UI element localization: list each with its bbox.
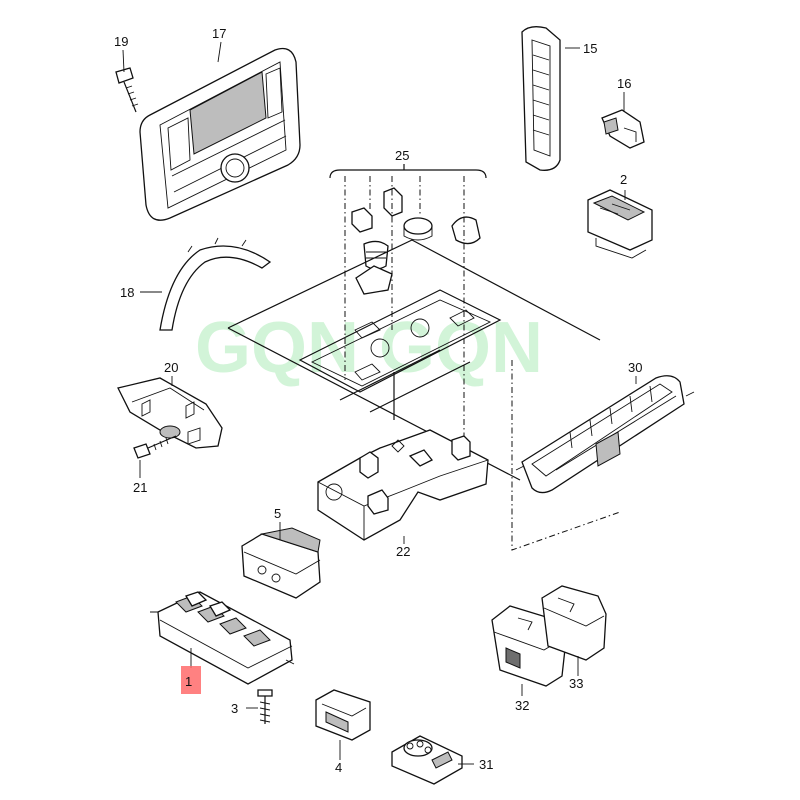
- label-part-5: 5: [274, 506, 281, 521]
- label-part-19: 19: [114, 34, 128, 49]
- label-part-18: 18: [120, 285, 134, 300]
- part-22-console-base[interactable]: [317, 429, 489, 541]
- part-16-clip[interactable]: [601, 109, 645, 149]
- part-21-screw[interactable]: [133, 435, 177, 459]
- part-3-screw[interactable]: [257, 689, 273, 724]
- label-part-16: 16: [617, 76, 631, 91]
- label-part-15: 15: [583, 41, 597, 56]
- part-1-window-switch[interactable]: [150, 591, 295, 685]
- part-2-switch[interactable]: [587, 189, 653, 259]
- part-20-switch-bracket[interactable]: [117, 377, 223, 449]
- label-part-4: 4: [335, 760, 342, 775]
- part-25-buttons[interactable]: [351, 187, 481, 295]
- part-25-bracket: [329, 164, 487, 179]
- label-part-32: 32: [515, 698, 529, 713]
- label-part-20: 20: [164, 360, 178, 375]
- label-part-31: 31: [479, 757, 493, 772]
- part-17-display-unit[interactable]: [139, 47, 301, 221]
- label-leaders: [122, 41, 637, 765]
- label-part-22: 22: [396, 544, 410, 559]
- label-part-30: 30: [628, 360, 642, 375]
- label-part-17: 17: [212, 26, 226, 41]
- part-15-vent-strip[interactable]: [521, 26, 561, 171]
- leader-line: [511, 360, 621, 551]
- part-18-trim-bezel[interactable]: [159, 237, 272, 331]
- watermark-text: GQN GQN: [195, 308, 543, 388]
- part-4-switch[interactable]: [315, 689, 371, 741]
- label-part-33: 33: [569, 676, 583, 691]
- part-30-switch-panel[interactable]: [515, 375, 695, 494]
- label-part-2: 2: [620, 172, 627, 187]
- part-5-switch[interactable]: [241, 527, 321, 599]
- label-part-21: 21: [133, 480, 147, 495]
- part-31-switch[interactable]: [391, 735, 463, 785]
- part-19-screw[interactable]: [115, 67, 139, 113]
- label-part-25: 25: [395, 148, 409, 163]
- label-part-3: 3: [231, 701, 238, 716]
- highlight-marker-part-1: [181, 666, 201, 694]
- label-part-1: 1: [185, 674, 192, 689]
- part-33-switch[interactable]: [541, 585, 607, 661]
